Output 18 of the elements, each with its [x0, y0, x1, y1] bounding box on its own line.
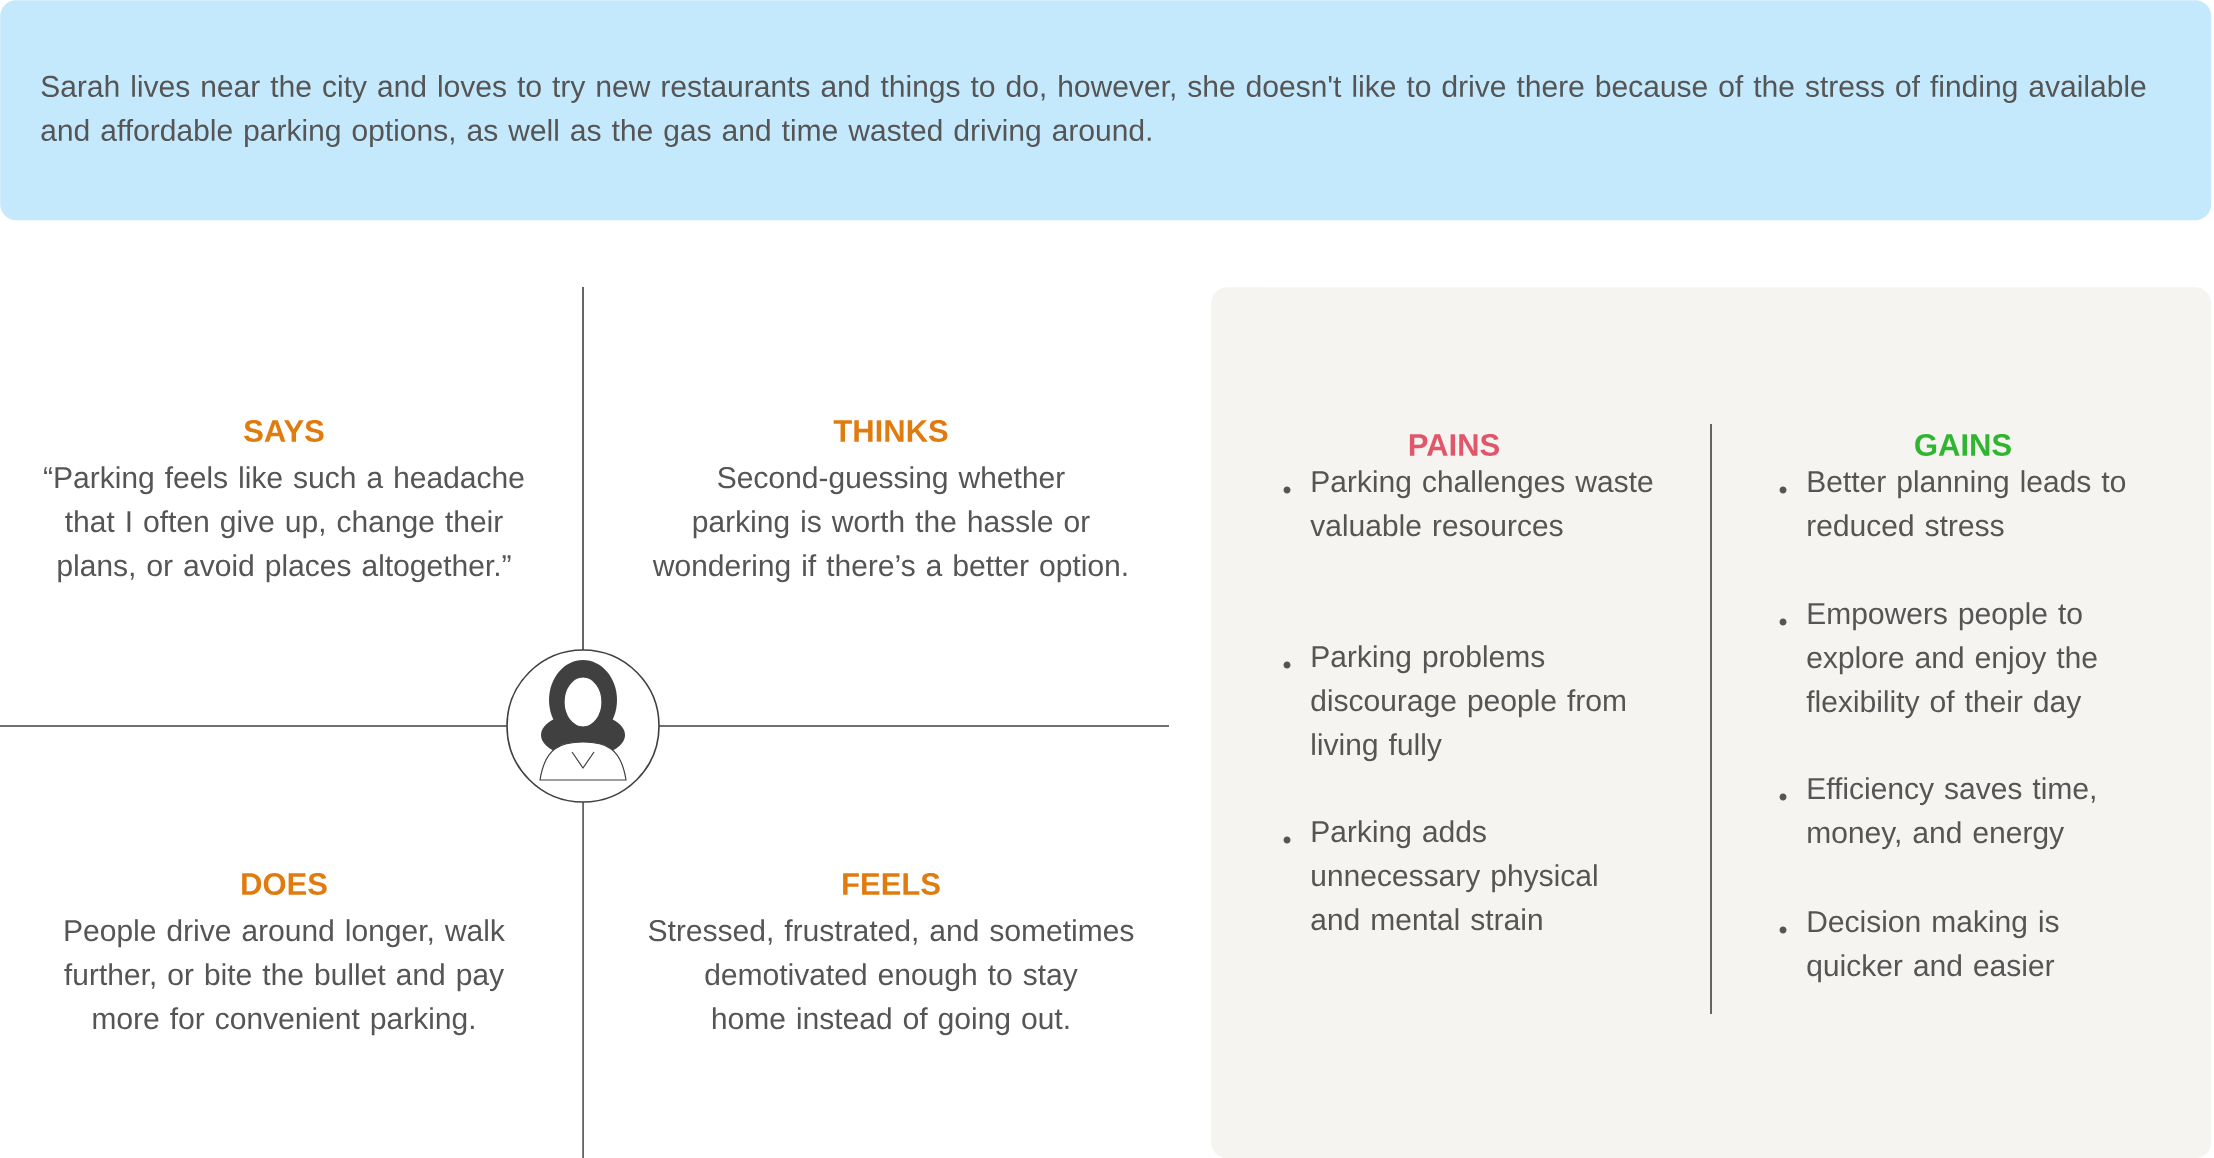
- bullet-item: Parking challenges waste valuable resources: [1283, 470, 1653, 537]
- bullet-item: Parking problems discourage people from living fully: [1283, 645, 1625, 762]
- quadrant-text: Second-guessing whether parking is worth the hassle or wondering if there’s a better option.: [652, 466, 1127, 583]
- column-heading: PAINS: [1409, 434, 1499, 456]
- bullet-item: Empowers people to explore and enjoy the flexibility of their day: [1779, 602, 2097, 719]
- quadrant-heading: DOES: [242, 873, 327, 895]
- scenario-banner: Sarah lives near the city and loves to try new restaurants and things to do, however, she doesn't like to drive there because of the stress of finding available and affordable parking options, as well as the gas and time wasted driving around.: [0, 0, 2212, 221]
- quadrant-text: Stressed, frustrated, and sometimes demotivated enough to stay home instead of going out.: [648, 919, 1134, 1036]
- bullet-item: Parking adds unnecessary physical and mental strain: [1283, 820, 1597, 931]
- bullet-item: Decision making is quicker and easier: [1779, 910, 2059, 983]
- bullet-item: Better planning leads to reduced stress: [1779, 470, 2126, 537]
- quadrant-text: “Parking feels like such a headache that I often give up, change their plans, or avoid places altogether.”: [44, 466, 524, 583]
- quadrant-heading: SAYS: [244, 420, 324, 442]
- column-heading: GAINS: [1915, 434, 2011, 456]
- quadrant-heading: THINKS: [833, 420, 948, 442]
- quadrant-heading: FEELS: [843, 873, 940, 895]
- quadrant-text: People drive around longer, walk further, or bite the bullet and pay more for convenient parking.: [64, 919, 505, 1036]
- bullet-item: Efficiency saves time, money, and energy: [1779, 777, 2095, 850]
